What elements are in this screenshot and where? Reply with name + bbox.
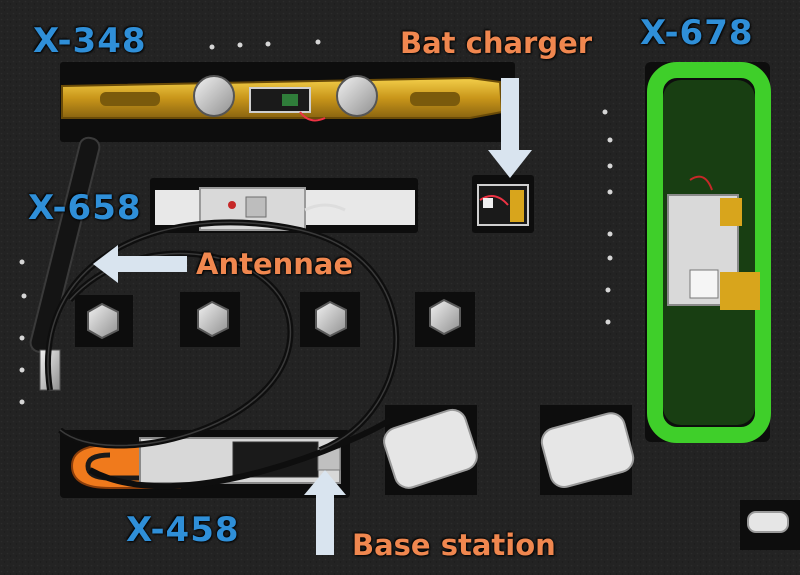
bat-charger-component [477, 184, 529, 226]
label-base-station: Base station [352, 528, 556, 562]
label-x678: X-678 [640, 13, 754, 53]
arrow-icon [93, 245, 187, 283]
label-x348: X-348 [33, 21, 147, 61]
label-antennae: Antennae [196, 247, 354, 281]
white-caps [383, 408, 789, 533]
x678-tag [647, 62, 771, 443]
label-x458: X-458 [126, 510, 240, 550]
label-x658: X-658 [28, 188, 142, 228]
arrow-icon [304, 470, 346, 555]
pin-holes [19, 39, 613, 405]
label-bat-charger: Bat charger [400, 26, 593, 60]
x348-tag [61, 75, 504, 122]
arrow-icon [488, 78, 532, 178]
antenna-cable-highlight [47, 221, 397, 451]
hex-nuts [87, 298, 461, 340]
